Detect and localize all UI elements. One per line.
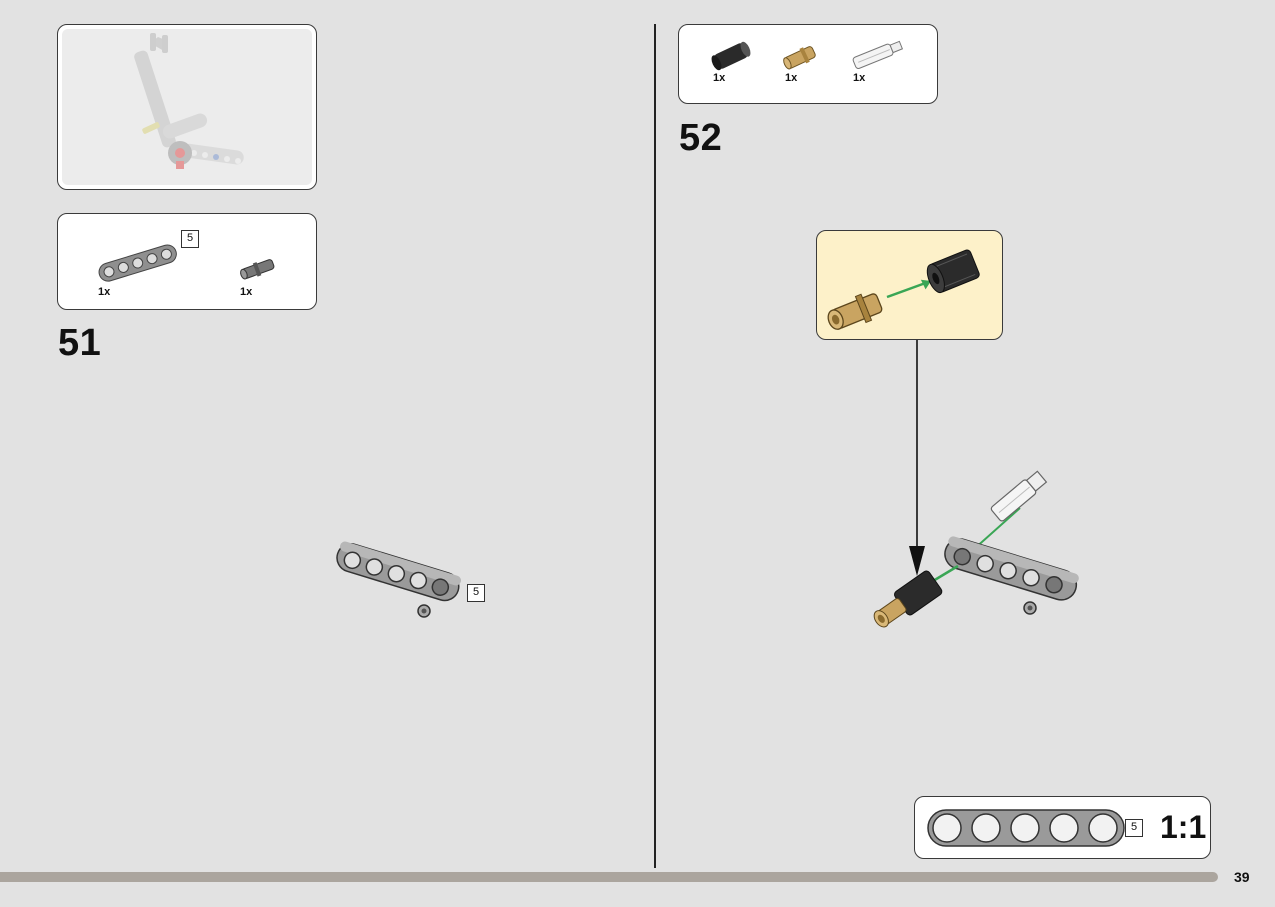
model-length-badge: 5 bbox=[467, 584, 485, 602]
pin-tan-icon bbox=[783, 46, 816, 70]
part-length-badge: 5 bbox=[181, 230, 199, 248]
bush-black-icon bbox=[711, 41, 751, 71]
page-divider bbox=[654, 24, 656, 868]
page-footer-bar bbox=[0, 872, 1218, 882]
part-quantity: 1x bbox=[785, 72, 798, 84]
liftarm-5-icon bbox=[98, 244, 177, 282]
previous-step-preview-panel bbox=[57, 24, 317, 190]
step-number: 51 bbox=[58, 322, 102, 364]
subassembly-callout bbox=[816, 230, 1003, 340]
callout-arrow bbox=[909, 340, 925, 576]
scale-guide-panel: 5 1:1 bbox=[914, 796, 1211, 859]
step-number: 52 bbox=[679, 117, 723, 159]
step-52-parts-list: 1x 1x 1x bbox=[678, 24, 938, 104]
previous-build-icon bbox=[134, 33, 244, 169]
scale-length-badge: 5 bbox=[1125, 819, 1143, 837]
preview-inner bbox=[62, 29, 312, 185]
part-quantity: 1x bbox=[98, 286, 111, 298]
step-52-assembly-model bbox=[873, 470, 1079, 628]
pin-icon bbox=[240, 259, 275, 280]
pin-into-bush-diagram bbox=[827, 249, 980, 330]
scale-ratio: 1:1 bbox=[1160, 809, 1207, 845]
liftarm-with-pin-model bbox=[336, 541, 461, 618]
step-51-parts-list: 5 1x 1x bbox=[57, 213, 317, 310]
part-quantity: 1x bbox=[713, 72, 726, 84]
page-number: 39 bbox=[1234, 869, 1250, 885]
part-quantity: 1x bbox=[240, 286, 253, 298]
axle-white-icon bbox=[852, 40, 904, 69]
part-quantity: 1x bbox=[853, 72, 866, 84]
liftarm-5-scale-icon bbox=[927, 809, 1125, 847]
